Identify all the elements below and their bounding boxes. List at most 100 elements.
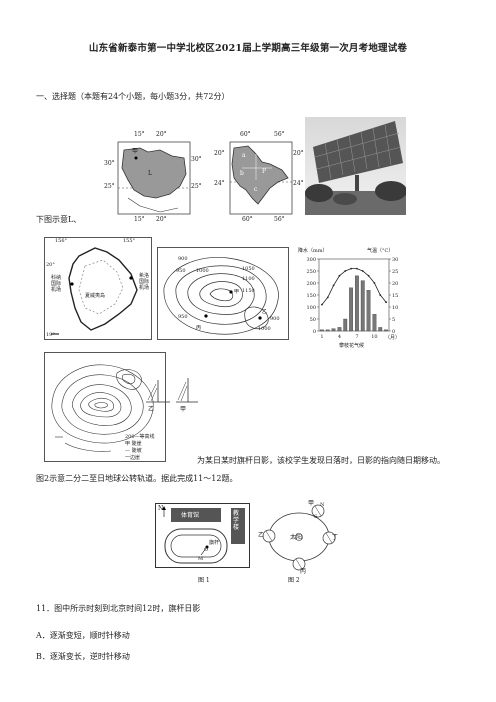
precip-bar [355, 275, 359, 332]
shadow-figure: 乙 甲 [142, 374, 202, 416]
precip-bar [384, 329, 388, 332]
map-b-top-lon-2: 56° [274, 131, 285, 138]
figure-1: N 体育馆 教学楼 旗杆 O M [155, 503, 250, 568]
hawaii-left-note-3: 机场 [51, 287, 62, 293]
precip-bar [378, 327, 383, 332]
climate-left-tick-label: 300 [306, 257, 316, 263]
hawaii-right-note-1: 希洛 [139, 273, 150, 279]
contour-point-jia: 甲 [234, 289, 240, 295]
climate-x-unit: （月） [385, 335, 401, 341]
contour-point-bing: 丙 [196, 325, 202, 331]
map-b-point-b: b [240, 170, 244, 177]
map-a-left-lat-2: 25° [104, 183, 115, 190]
precip-bar [366, 290, 371, 332]
contour-label-9: 1000 [258, 326, 271, 332]
map-b-right-lat-1: 20° [293, 150, 304, 157]
figure1-m: M [198, 556, 204, 562]
climate-right-tick-label: 30 [392, 257, 398, 263]
temperature-point [338, 274, 341, 277]
map-a-right-lat-2: 25° [191, 183, 202, 190]
map-a-bottom-lon-1: 15° [134, 216, 145, 223]
climate-left-tick-label: 150 [306, 293, 316, 299]
precip-bar [343, 318, 348, 332]
figure2-caption: 图 2 [288, 577, 300, 584]
lower-topo-map: 200—等高线 甲 陡崖 — 陡坡 一边崖 [44, 352, 166, 462]
hawaii-left-note-1: 科纳 [51, 275, 62, 281]
contour-label-6: 1150 [242, 288, 255, 294]
hawaii-right-note-2: 国际 [139, 279, 150, 285]
map-b-point-a: a [242, 152, 246, 159]
map-b-bottom-lon-1: 60° [242, 216, 253, 223]
contour-label-3: 1000 [196, 268, 209, 274]
climate-plot-frame [318, 258, 390, 332]
figure2-pos-yi: 乙 [258, 532, 265, 539]
shadow-label-yi: 乙 [148, 406, 155, 413]
figure1-o: O [204, 547, 209, 553]
question-11-stem: 11．图中所示时刻到北京时间12时，旗杆日影 [36, 604, 201, 613]
map-a: 15° 20° 15° 20° 30° 25° 30° 25° 甲 L [100, 128, 205, 228]
map-a-point-l: L [148, 170, 152, 177]
map-a-top-lon-2: 20° [156, 131, 167, 138]
contour-map: 900 950 1000 1050 1100 1150 950 900 1000… [157, 247, 289, 340]
caption-top: 下图示意L、 [36, 215, 82, 224]
figure2-n: N [320, 502, 325, 508]
lower-legend-4: 一边崖 [125, 455, 141, 461]
climate-left-tick-label: 250 [306, 269, 316, 275]
precip-bar [349, 287, 353, 332]
map-b-left-lat-2: 24° [214, 180, 225, 187]
map-b-top-lon-1: 60° [240, 131, 251, 138]
figure2-sun: 太阳 [290, 534, 303, 541]
climate-left-title: 降水（mm） [298, 248, 328, 254]
page-title: 山东省新泰市第一中学北校区2021届上学期高三年级第一次月考地理试卷 [88, 43, 408, 54]
hawaii-left-note-2: 国际 [51, 281, 62, 287]
hawaii-place-label: 夏威夷岛 [85, 293, 106, 299]
contour-label-2: 950 [176, 268, 186, 274]
contour-label-8: 900 [270, 316, 280, 322]
lower-legend-2: 甲 陡崖 [125, 441, 142, 447]
map-b-right-lat-2: 24° [293, 180, 304, 187]
contour-label-5: 1100 [242, 276, 255, 282]
hawaii-lon-1: 156° [55, 238, 68, 244]
lower-legend-1: 200—等高线 [125, 434, 155, 440]
figure2-pos-ding: 丁 [332, 534, 339, 541]
temperature-point [367, 274, 370, 277]
climate-x-tick-label: 7 [355, 334, 358, 340]
shadow-label-jia: 甲 [180, 406, 187, 413]
climate-left-tick-label: 100 [306, 305, 316, 311]
temperature-point [356, 267, 358, 270]
climate-x-tick-label: 4 [338, 334, 341, 340]
figure2-pos-jia: 甲 [308, 500, 315, 507]
precip-bar [331, 328, 336, 332]
map-a-point-jia: 甲 [132, 148, 139, 155]
map-a-bottom-lon-2: 20° [156, 216, 167, 223]
precip-bar [320, 329, 324, 332]
temperature-point [350, 267, 352, 270]
climate-x-tick-label: 10 [371, 334, 377, 340]
precip-bar [325, 329, 330, 332]
map-b-point-p: P [262, 168, 267, 175]
map-a-right-lat-1: 30° [191, 156, 202, 163]
precip-bar [337, 327, 342, 332]
climate-right-tick-label: 20 [392, 281, 398, 287]
figure1-caption: 图 1 [198, 577, 210, 584]
precip-bar [372, 314, 377, 332]
temperature-point [385, 301, 387, 304]
temperature-point [373, 282, 376, 284]
climate-left-tick-label: 50 [310, 317, 316, 323]
solar-panel-photo [305, 117, 407, 215]
precip-bar [360, 280, 365, 332]
temperature-point [332, 284, 335, 287]
question-11-option-b: B．逐渐变长，逆时针移动 [36, 652, 130, 661]
climate-left-tick-label: 200 [306, 281, 316, 287]
lower-legend-3: — 陡坡 [125, 448, 142, 454]
climate-x-tick-label: 1 [320, 334, 323, 340]
climate-right-tick-label: 25 [392, 269, 398, 275]
climate-right-tick-label: 0 [392, 329, 395, 335]
map-a-top-lon-1: 15° [134, 131, 145, 138]
temperature-line [321, 268, 387, 305]
climate-right-tick-label: 10 [392, 305, 398, 311]
temperature-point [361, 270, 364, 272]
hawaii-lat-2: 19° [46, 332, 55, 338]
